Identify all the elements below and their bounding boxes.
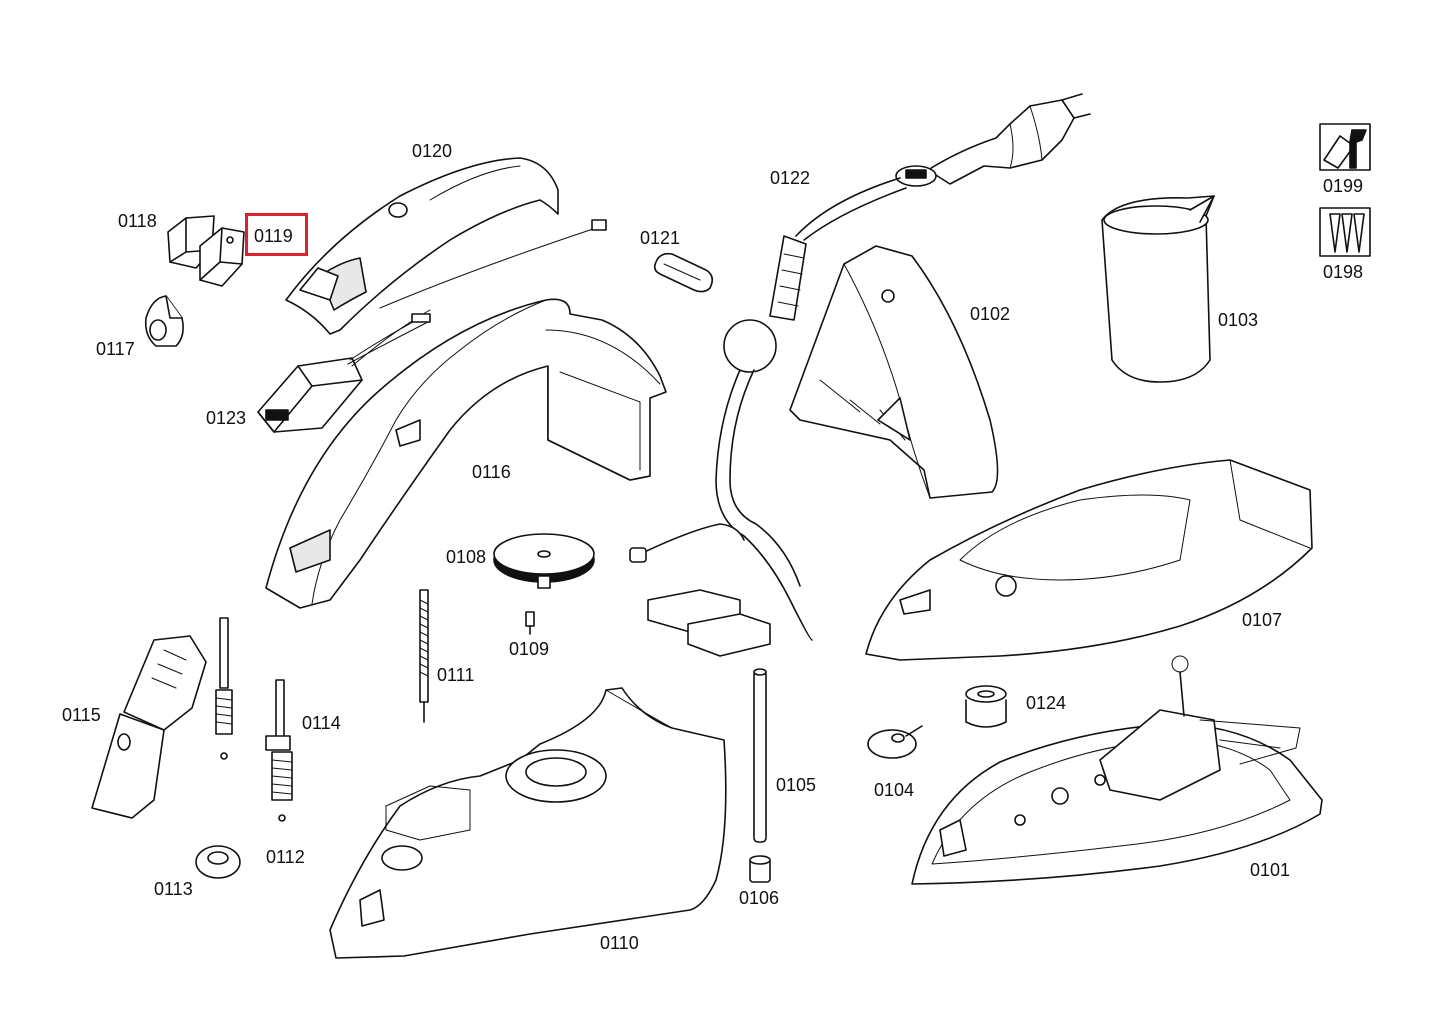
- label-0198[interactable]: 0198: [1323, 262, 1364, 282]
- label-0120[interactable]: 0120: [412, 141, 453, 161]
- part-0115-drawing[interactable]: [91, 635, 207, 819]
- wrench-icon: [1319, 123, 1371, 171]
- part-0112-drawing[interactable]: [278, 814, 286, 822]
- part-0120-drawing[interactable]: [285, 157, 559, 335]
- label-0116[interactable]: 0116: [472, 462, 511, 482]
- part-0114-drawing[interactable]: [265, 679, 293, 801]
- part-0101-drawing[interactable]: [911, 655, 1323, 885]
- part-0113-drawing[interactable]: [195, 845, 241, 879]
- part-0116-drawing[interactable]: [265, 298, 667, 609]
- part-0104-drawing[interactable]: [867, 725, 923, 759]
- part-0103-drawing[interactable]: [1101, 195, 1215, 383]
- label-0119[interactable]: 0119: [254, 226, 293, 246]
- part-0117-drawing[interactable]: [144, 295, 184, 347]
- part-pin-drawing[interactable]: [215, 617, 233, 760]
- label-0104[interactable]: 0104: [874, 780, 915, 800]
- label-0115[interactable]: 0115: [62, 705, 101, 725]
- label-0107[interactable]: 0107: [1242, 610, 1283, 630]
- label-0103[interactable]: 0103: [1218, 310, 1259, 330]
- part-0122-drawing[interactable]: [629, 93, 1091, 657]
- part-0121-drawing[interactable]: [653, 252, 714, 293]
- part-0102-drawing[interactable]: [789, 245, 999, 499]
- label-0101[interactable]: 0101: [1250, 860, 1291, 880]
- part-0105-drawing[interactable]: [753, 668, 767, 843]
- part-0106-drawing[interactable]: [749, 855, 771, 883]
- part-0123-drawing[interactable]: [257, 309, 431, 433]
- label-0124[interactable]: 0124: [1026, 693, 1067, 713]
- label-0112[interactable]: 0112: [266, 847, 305, 867]
- highlight-box-0119: [245, 213, 308, 256]
- label-0117[interactable]: 0117: [96, 339, 135, 359]
- label-0111[interactable]: 0111: [437, 665, 475, 685]
- label-0113[interactable]: 0113: [154, 879, 193, 899]
- label-0122[interactable]: 0122: [770, 168, 811, 188]
- part-0118-drawing[interactable]: [167, 215, 245, 287]
- part-0109-drawing[interactable]: [525, 611, 535, 635]
- label-0118[interactable]: 0118: [118, 211, 157, 231]
- label-0105[interactable]: 0105: [776, 775, 817, 795]
- label-0121[interactable]: 0121: [640, 228, 681, 248]
- label-0109[interactable]: 0109: [509, 639, 550, 659]
- part-0110-drawing[interactable]: [329, 687, 727, 959]
- label-0106[interactable]: 0106: [739, 888, 780, 908]
- label-0114[interactable]: 0114: [302, 713, 341, 733]
- screws-icon: [1319, 207, 1371, 257]
- label-0108[interactable]: 0108: [446, 547, 487, 567]
- part-0108-drawing[interactable]: [493, 533, 595, 589]
- label-0199[interactable]: 0199: [1323, 176, 1364, 196]
- label-0123[interactable]: 0123: [206, 408, 247, 428]
- label-0102[interactable]: 0102: [970, 304, 1011, 324]
- part-0111-drawing[interactable]: [419, 589, 429, 723]
- part-0119-cable-drawing[interactable]: [379, 219, 607, 309]
- part-0124-drawing[interactable]: [965, 685, 1007, 728]
- part-0107-drawing[interactable]: [865, 459, 1313, 661]
- label-0110[interactable]: 0110: [600, 933, 639, 953]
